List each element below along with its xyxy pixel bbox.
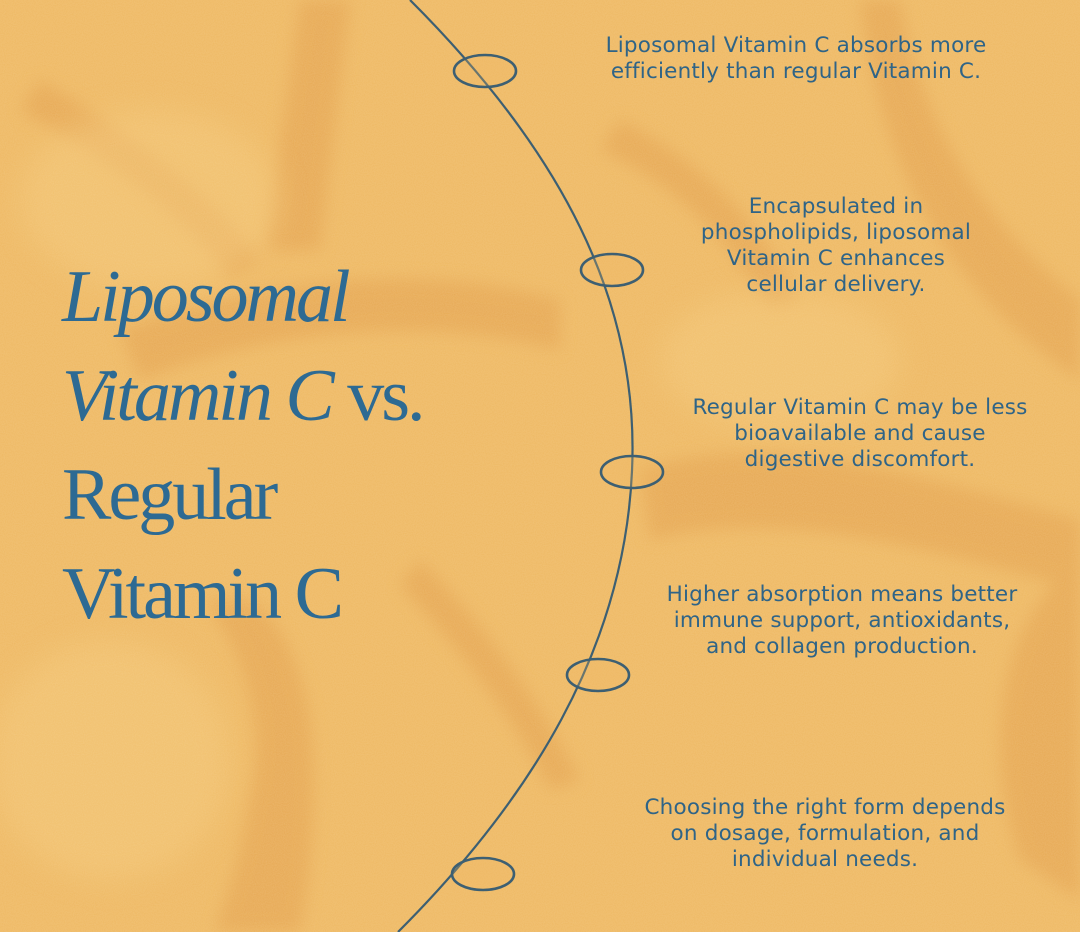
title-line-2: Vitamin C vs.	[62, 347, 425, 446]
timeline-node-2-icon	[579, 252, 645, 288]
timeline-curve	[397, 0, 634, 932]
timeline-node-1-icon	[452, 53, 518, 89]
page-title: Liposomal Vitamin C vs. Regular Vitamin …	[62, 248, 425, 644]
title-line-2-suffix: vs.	[331, 355, 425, 437]
timeline-point-2: Encapsulated in phospholipids, liposomal…	[700, 194, 972, 297]
timeline-point-5: Choosing the right form depends on dosag…	[644, 795, 1006, 872]
timeline-point-4: Higher absorption means better immune su…	[666, 582, 1018, 659]
timeline-node-5-icon	[450, 856, 516, 892]
timeline-point-1: Liposomal Vitamin C absorbs more efficie…	[605, 33, 987, 84]
timeline-node-3-icon	[599, 454, 665, 490]
title-line-3: Regular	[62, 454, 278, 536]
timeline-point-3: Regular Vitamin C may be less bioavailab…	[692, 395, 1028, 472]
title-line-2-italic: Vitamin C	[62, 355, 335, 437]
title-line-4: Vitamin C	[62, 553, 344, 635]
title-line-1: Liposomal	[62, 256, 351, 338]
timeline-node-4-icon	[565, 657, 631, 693]
